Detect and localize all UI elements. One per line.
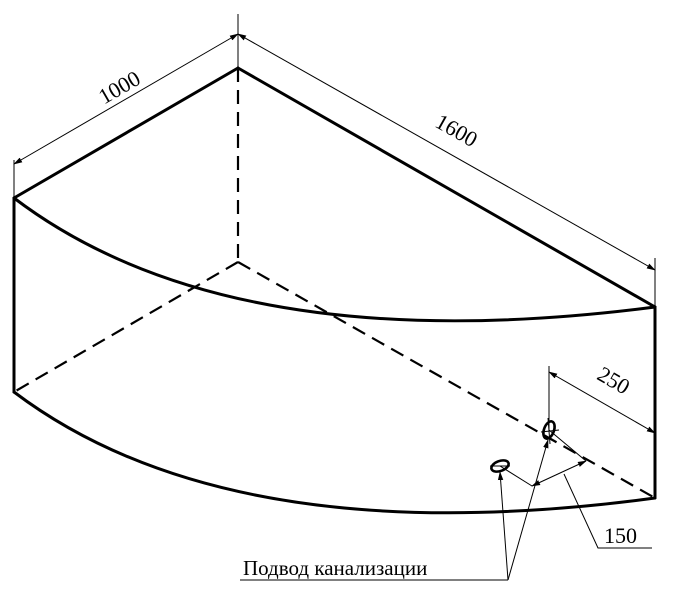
dimension-line-150 [531,460,587,487]
leader-150 [563,473,652,549]
dimension-label-1600: 1600 [431,109,482,152]
callout-leader-bottom-drain [497,471,509,581]
dimension-label-150: 150 [604,523,637,548]
drain-outlet-bottom [490,459,510,473]
extension-line-150-b [548,429,587,462]
callout-label-drain-connection: Подвод канализации [243,556,427,580]
top-front-arc [12,196,657,323]
dimension-label-250: 250 [593,361,634,399]
extension-line-150-a [499,465,533,487]
top-back-edge [236,66,657,309]
bottom-front-arc [12,390,657,515]
callout-leader-overflow [507,439,549,581]
dimension-line-1600 [237,33,656,271]
hidden-bottom-back-edge [237,261,656,499]
dimension-line-250 [548,371,656,434]
hidden-bottom-left-edge [13,261,239,393]
dimension-line-1000 [13,33,239,165]
